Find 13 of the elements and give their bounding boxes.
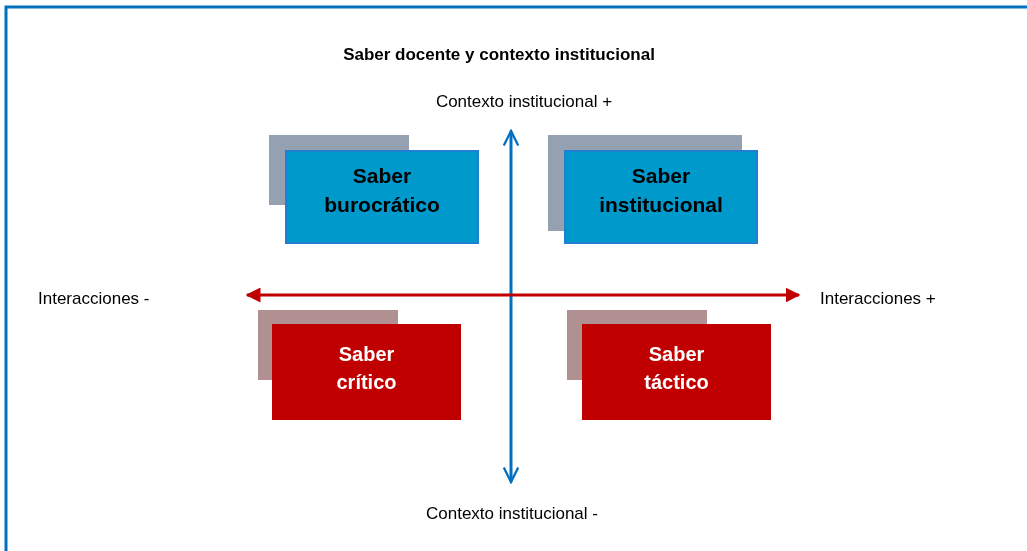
- box-label: Saber institucional: [598, 163, 724, 219]
- quadrant-box: [582, 324, 771, 420]
- box-label: Saber táctico: [643, 342, 710, 395]
- box-label: Saber burocrático: [323, 163, 441, 219]
- quadrant-box: [285, 150, 479, 244]
- box-label: Saber crítico: [335, 342, 398, 395]
- diagram-title: Saber docente y contexto institucional: [343, 45, 655, 65]
- axis-label: Interacciones +: [820, 289, 936, 309]
- axis-label: Contexto institucional -: [426, 504, 598, 524]
- axis-label: Interacciones -: [38, 289, 150, 309]
- quadrant-box: [564, 150, 758, 244]
- axis-label: Contexto institucional +: [435, 92, 613, 112]
- quadrant-box: [272, 324, 461, 420]
